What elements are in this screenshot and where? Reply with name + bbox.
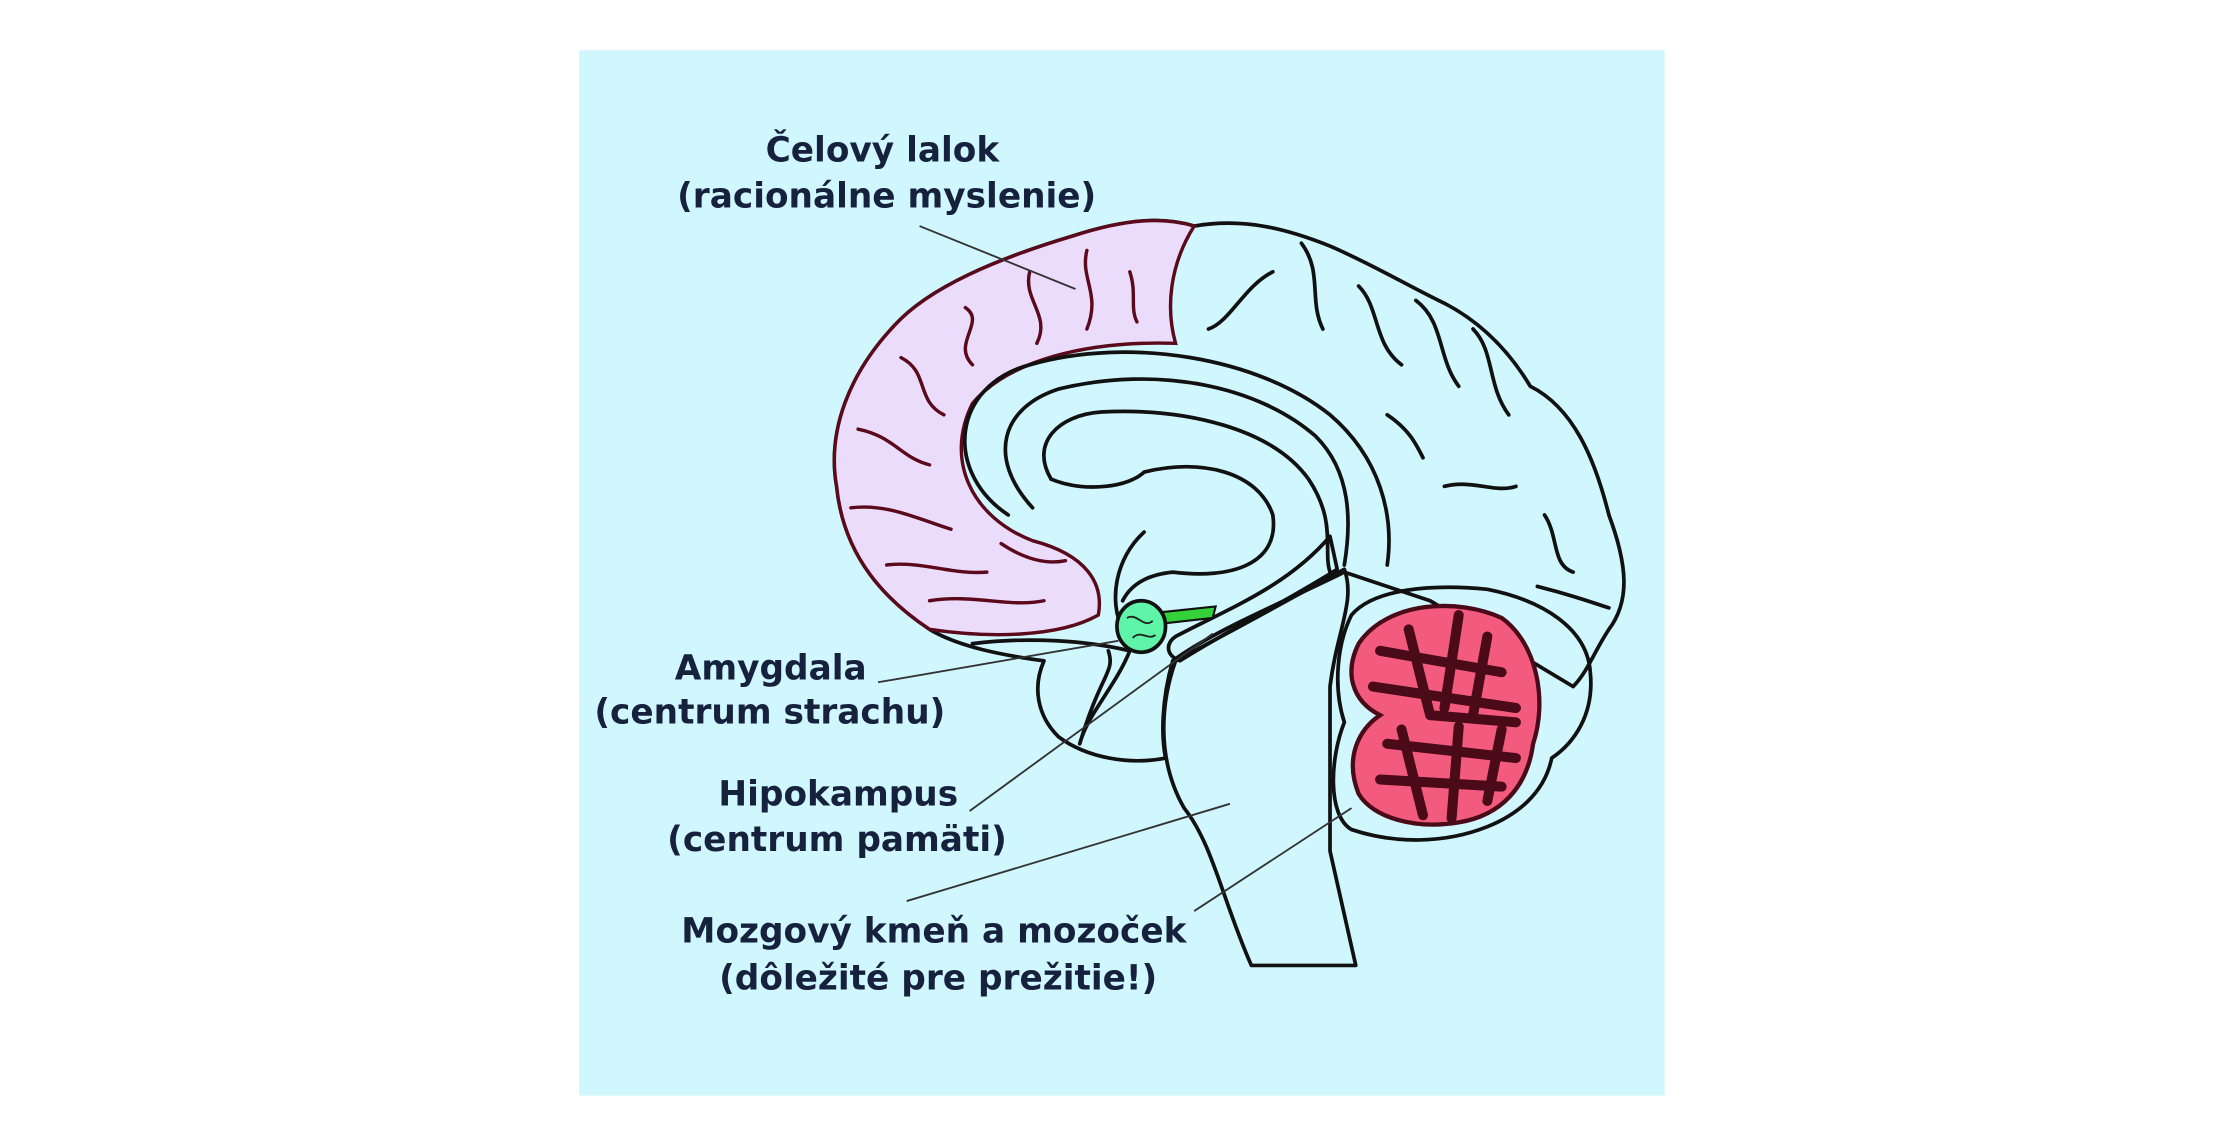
- cortex-gyri: [1206, 241, 1611, 610]
- brainstem: [1161, 567, 1358, 968]
- hippocampus-label-title: Hipokampus: [718, 774, 958, 814]
- amygdala-label-desc: (centrum strachu): [594, 693, 945, 733]
- frontal-label-desc: (racionálne myslenie): [677, 176, 1096, 216]
- temporal-lobe-outline: [970, 638, 1132, 746]
- frontal-pointer: [919, 225, 1076, 290]
- pointer-lines: [877, 225, 1352, 912]
- brainstem-pointer: [906, 802, 1231, 902]
- cerebellum-pointer: [1193, 807, 1352, 912]
- amygdala-label-title: Amygdala: [675, 648, 867, 688]
- cerebellum-outer: [1331, 585, 1593, 842]
- brainstem-label-desc: (dôležité pre prežitie!): [719, 959, 1157, 999]
- frontal-gyri: [849, 248, 1139, 605]
- frontal-label-title: Čelový lalok: [766, 130, 1001, 171]
- corpus-callosum: [962, 350, 1391, 632]
- amygdala: [1115, 598, 1168, 655]
- frontal-lobe: [832, 218, 1197, 637]
- amygdala-pointer: [877, 639, 1119, 684]
- amygdala-detail: [1126, 615, 1157, 639]
- hippocampus-pointer: [969, 632, 1214, 812]
- hippocampus-label-desc: (centrum pamäti): [667, 820, 1007, 860]
- brainstem-label-title: Mozgový kmeň a mozoček: [681, 912, 1187, 952]
- cerebellum-folia: [1367, 610, 1521, 824]
